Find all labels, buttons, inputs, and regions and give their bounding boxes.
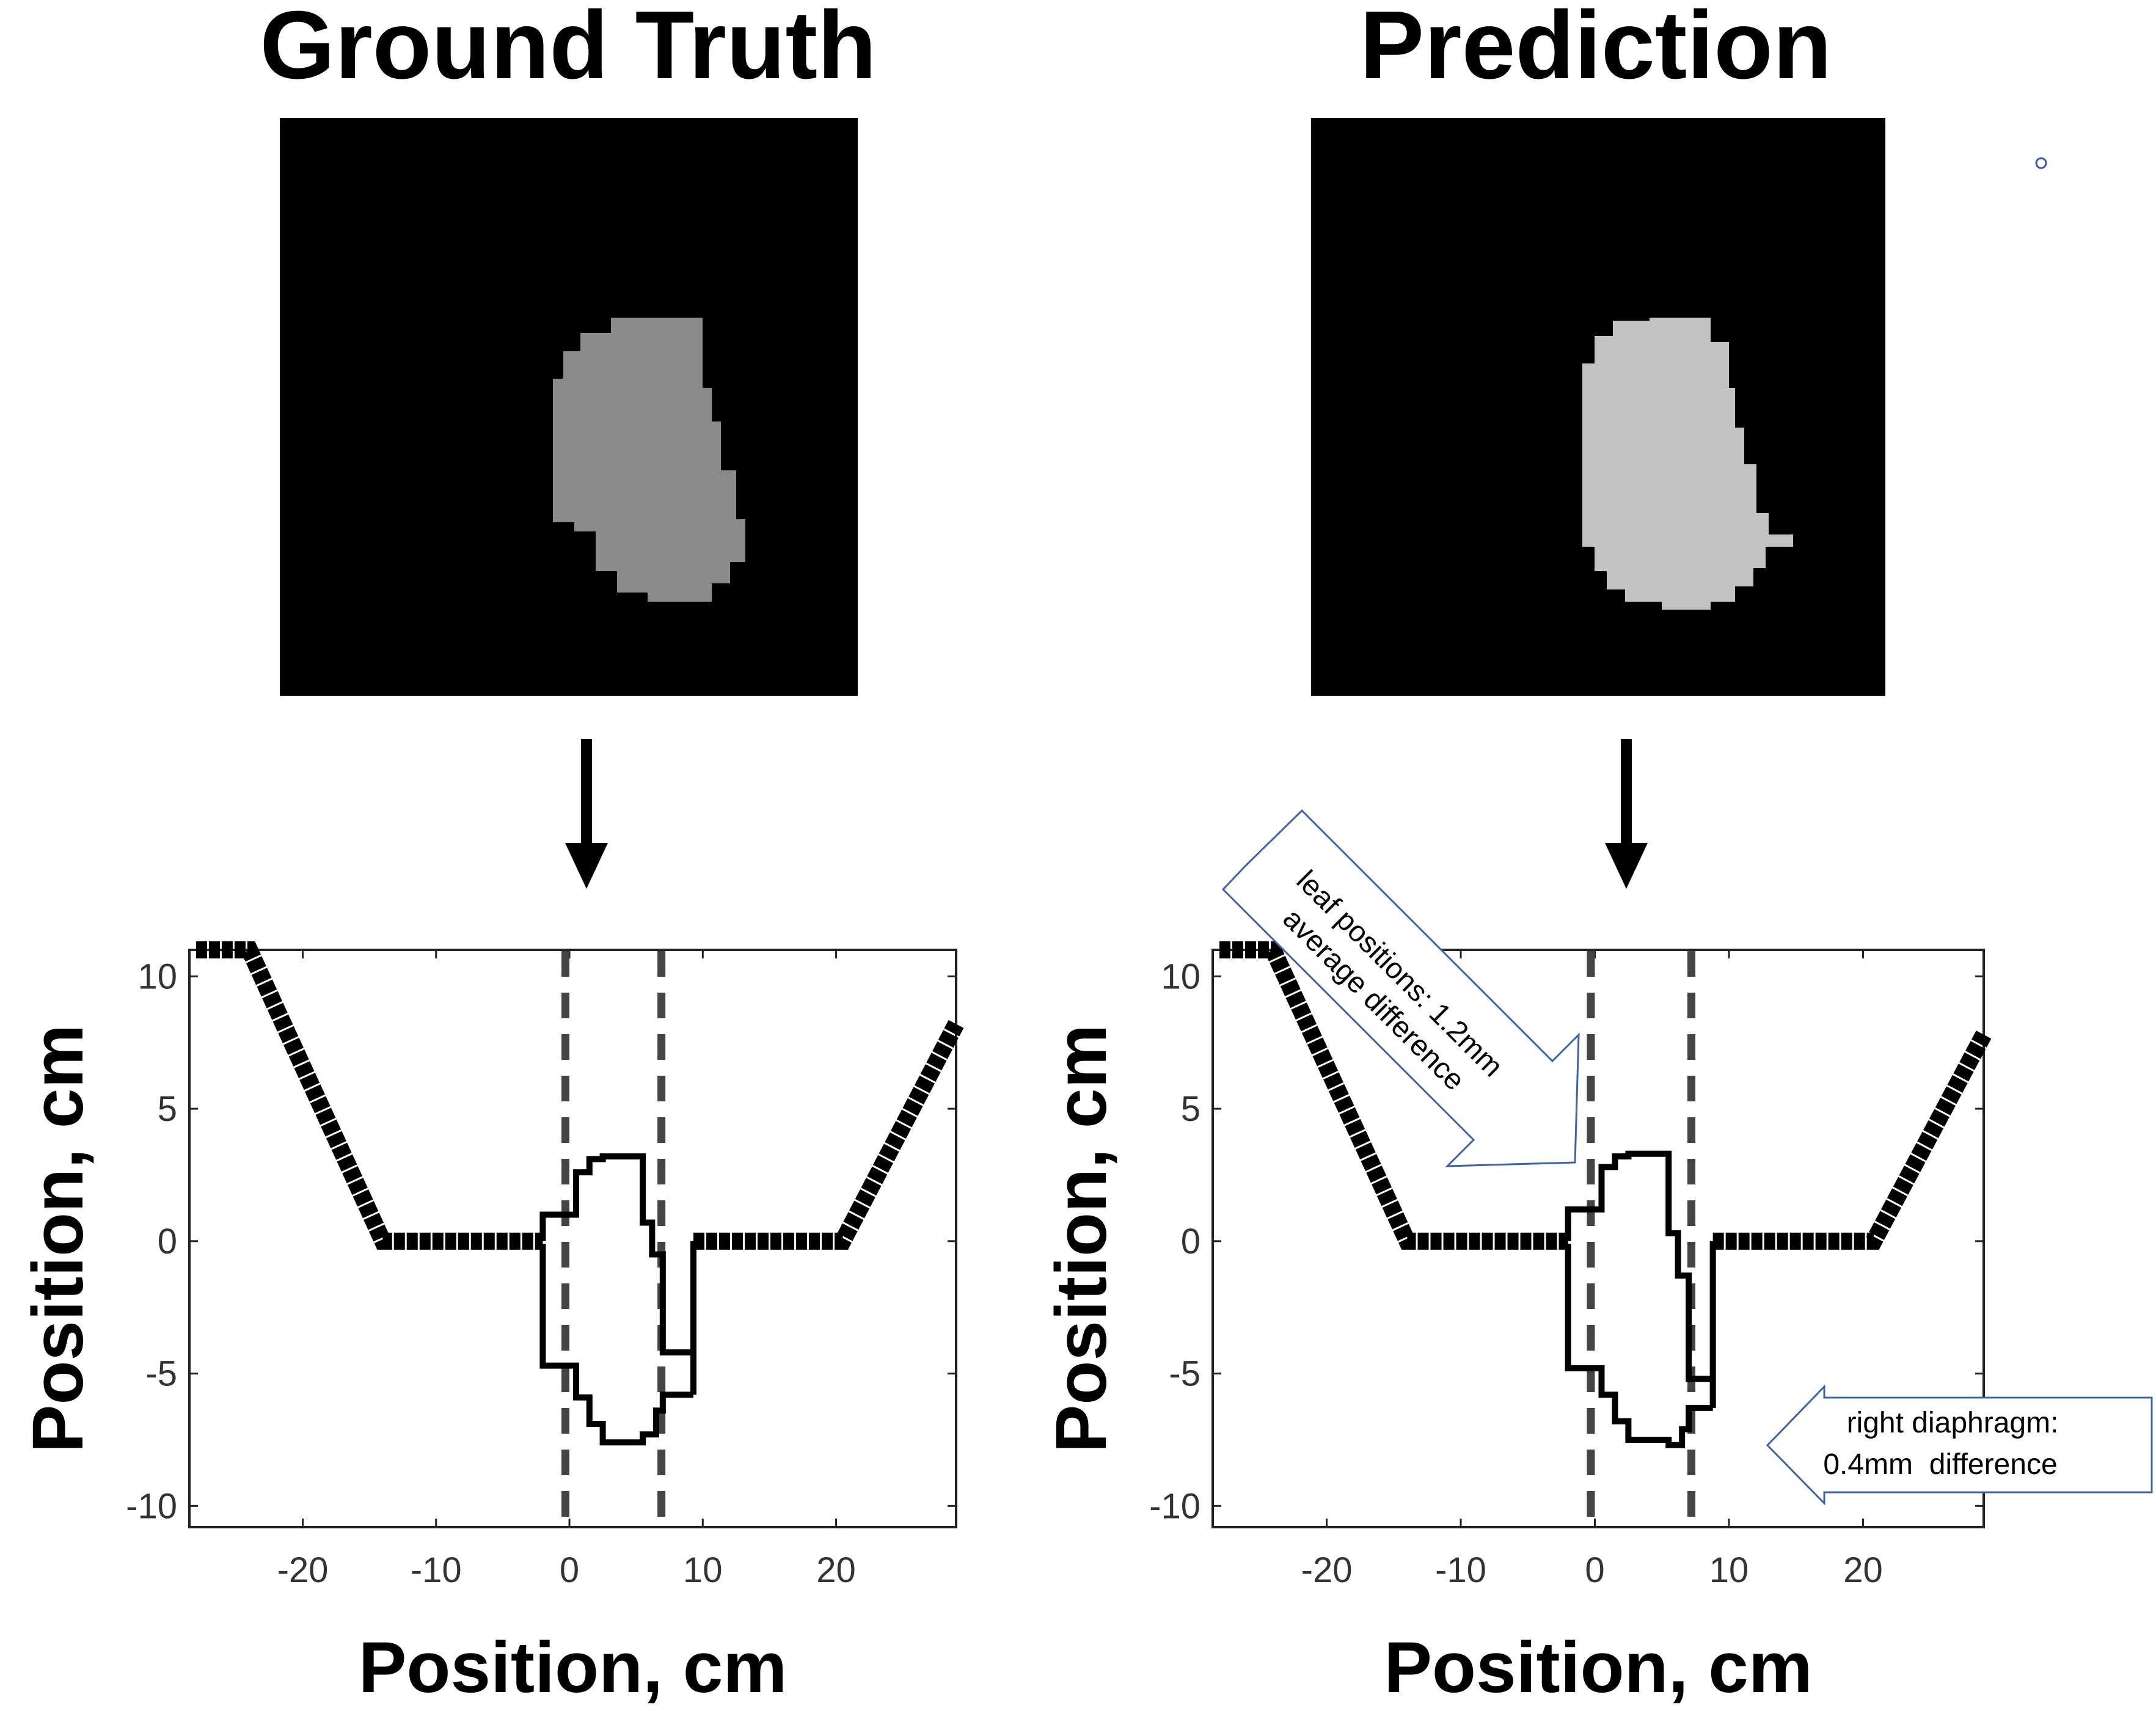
leaf-position-series <box>1219 941 1568 1250</box>
y-tick-label: -5 <box>1169 1354 1200 1394</box>
y-tick-label: 5 <box>158 1089 177 1129</box>
organ-mask-prediction <box>1582 318 1793 610</box>
x-tick-label: 20 <box>1843 1550 1883 1590</box>
x-tick-label: 0 <box>1585 1550 1604 1590</box>
x-tick-label: -10 <box>411 1550 462 1590</box>
leaf-position-series <box>693 1020 964 1250</box>
plot-frame <box>1211 949 1985 1528</box>
y-axis-label: Position, cm <box>1041 1024 1122 1453</box>
callout-diaphragm-arrow-shape <box>1766 1384 2153 1506</box>
panel-title-prediction: Prediction <box>1360 0 1832 99</box>
y-axis-label: Position, cm <box>18 1024 98 1453</box>
down-arrow-ground-truth <box>565 739 608 889</box>
x-tick-label: 20 <box>816 1550 856 1590</box>
y-tick-label: -5 <box>145 1354 177 1394</box>
plot-frame <box>188 949 957 1528</box>
y-tick-label: 0 <box>158 1222 177 1261</box>
x-tick-label: -20 <box>1301 1550 1353 1590</box>
y-tick-label: -10 <box>1149 1486 1200 1526</box>
leaf-position-series <box>539 1153 694 1355</box>
x-tick-label: 10 <box>1709 1550 1749 1590</box>
small-circle-marker <box>2035 157 2047 169</box>
y-tick-label: 5 <box>1181 1089 1200 1129</box>
x-axis-label: Position, cm <box>1384 1627 1813 1708</box>
organ-mask-ground-truth <box>553 318 745 602</box>
callout-diaphragm-line-2: 0.4mm difference <box>1823 1448 2057 1481</box>
panel-title-ground-truth: Ground Truth <box>260 0 876 99</box>
callout-leaf-arrow-shape <box>1221 809 1580 1167</box>
y-tick-label: 10 <box>137 957 177 996</box>
x-tick-label: -20 <box>277 1550 329 1590</box>
callout-leaf-positions: leaf positions: 1.2mm average difference <box>1221 809 1580 1167</box>
x-tick-label: -10 <box>1435 1550 1486 1590</box>
y-tick-label: 10 <box>1161 957 1200 996</box>
down-arrow-prediction <box>1605 739 1648 889</box>
leaf-position-series <box>1565 1244 1713 1448</box>
leaf-position-series <box>539 1244 694 1446</box>
leaf-position-series <box>1565 1150 1713 1382</box>
x-tick-label: 10 <box>683 1550 723 1590</box>
callout-right-diaphragm: right diaphragm: 0.4mm difference <box>1766 1384 2153 1506</box>
callout-diaphragm-line-1: right diaphragm: <box>1847 1407 2059 1439</box>
leaf-position-series <box>1712 1031 1992 1250</box>
y-tick-label: 0 <box>1181 1222 1200 1261</box>
x-axis-label: Position, cm <box>359 1627 787 1708</box>
x-tick-label: 0 <box>560 1550 579 1590</box>
y-tick-label: -10 <box>126 1486 177 1526</box>
leaf-position-series <box>196 941 543 1250</box>
